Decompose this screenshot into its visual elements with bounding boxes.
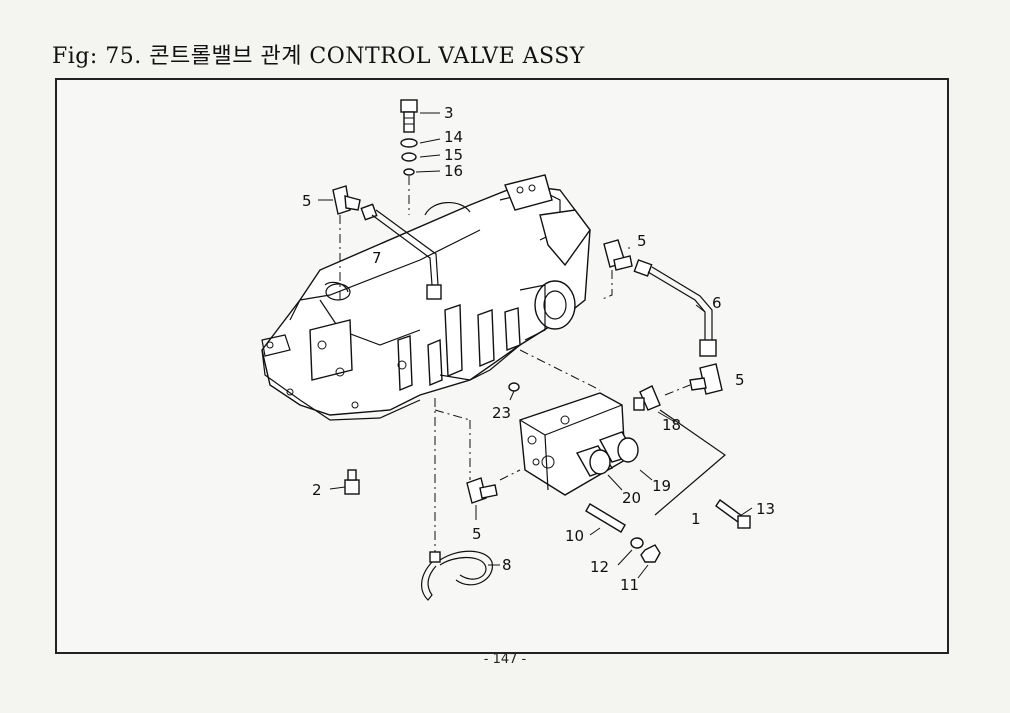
callout-5-top-left: 5 <box>302 192 312 210</box>
pipe-6 <box>633 259 717 357</box>
nut-11 <box>640 544 661 563</box>
figure-title: Fig: 75. 콘트롤밸브 관계 CONTROL VALVE ASSY <box>52 44 585 69</box>
callout-16: 16 <box>444 162 463 180</box>
elbow-fitting-5-bottom <box>466 477 498 504</box>
callout-6: 6 <box>712 294 722 312</box>
callout-13: 13 <box>756 500 775 518</box>
callout-5-bottom: 5 <box>472 525 482 543</box>
callout-10: 10 <box>565 527 584 545</box>
diagram-frame <box>55 78 949 654</box>
stud-10 <box>585 503 626 533</box>
pipe-7 <box>360 203 442 300</box>
callout-7: 7 <box>372 249 382 267</box>
callout-12: 12 <box>590 558 609 576</box>
callout-3: 3 <box>444 104 454 122</box>
callout-5-right: 5 <box>735 371 745 389</box>
callout-8: 8 <box>502 556 512 574</box>
callout-11: 11 <box>620 576 639 594</box>
washer-15 <box>401 152 417 162</box>
plug-2 <box>344 469 360 495</box>
callout-23: 23 <box>492 404 511 422</box>
washer-14 <box>400 138 418 148</box>
cartridge-20 <box>575 445 614 477</box>
hose-8 <box>421 550 493 601</box>
callout-18: 18 <box>662 416 681 434</box>
callout-14: 14 <box>444 128 463 146</box>
cartridge-19 <box>598 431 639 463</box>
callout-leaders <box>318 112 753 579</box>
callout-15: 15 <box>444 146 463 164</box>
callout-2: 2 <box>312 481 322 499</box>
elbow-fitting-5-top-left <box>332 185 361 215</box>
callout-5-top-right: 5 <box>637 232 647 250</box>
elbow-fitting-5-right <box>689 363 723 395</box>
callout-19: 19 <box>652 477 671 495</box>
oring-16 <box>403 168 415 176</box>
elbow-fitting-5-top-right <box>603 239 633 271</box>
callout-20: 20 <box>622 489 641 507</box>
fitting-18 <box>633 385 661 411</box>
oring-23 <box>508 382 520 392</box>
bolt-3 <box>400 99 418 133</box>
page-number: - 147 - <box>483 652 527 667</box>
washer-12 <box>630 537 644 549</box>
housing-body <box>261 174 591 421</box>
bolt-13 <box>715 499 751 529</box>
callout-1: 1 <box>691 510 701 528</box>
